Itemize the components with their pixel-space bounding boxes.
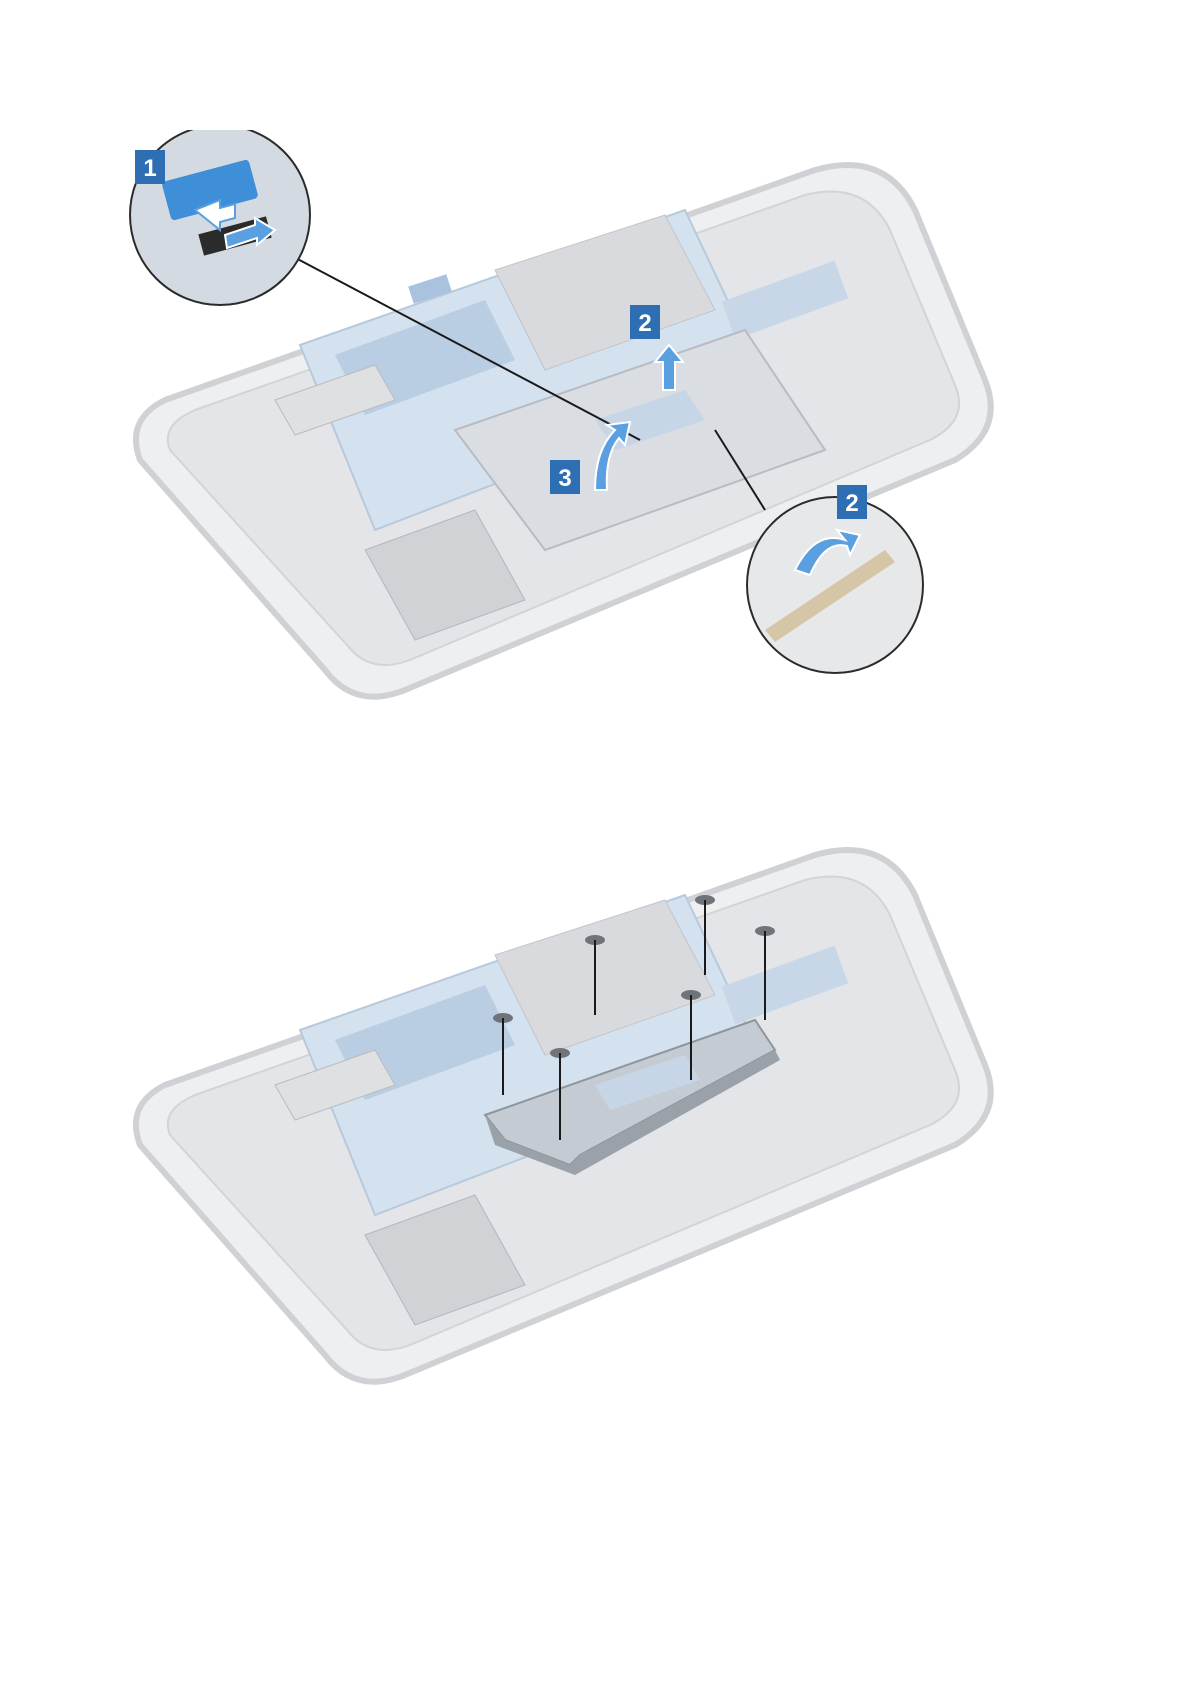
illustration-disconnect-touchpad-cable: 1 2 3 2: [125, 130, 1005, 730]
callout-1: 1: [135, 150, 165, 184]
callout-2-detail: 2: [837, 485, 867, 519]
zoom-detail-tape: [747, 497, 923, 673]
svg-text:1: 1: [143, 155, 156, 182]
illustration-remove-touchpad-bracket: [125, 835, 1005, 1405]
svg-text:2: 2: [845, 490, 858, 517]
callout-3: 3: [550, 460, 580, 494]
callout-2: 2: [630, 305, 660, 339]
svg-text:2: 2: [638, 310, 651, 337]
svg-text:3: 3: [558, 465, 571, 492]
